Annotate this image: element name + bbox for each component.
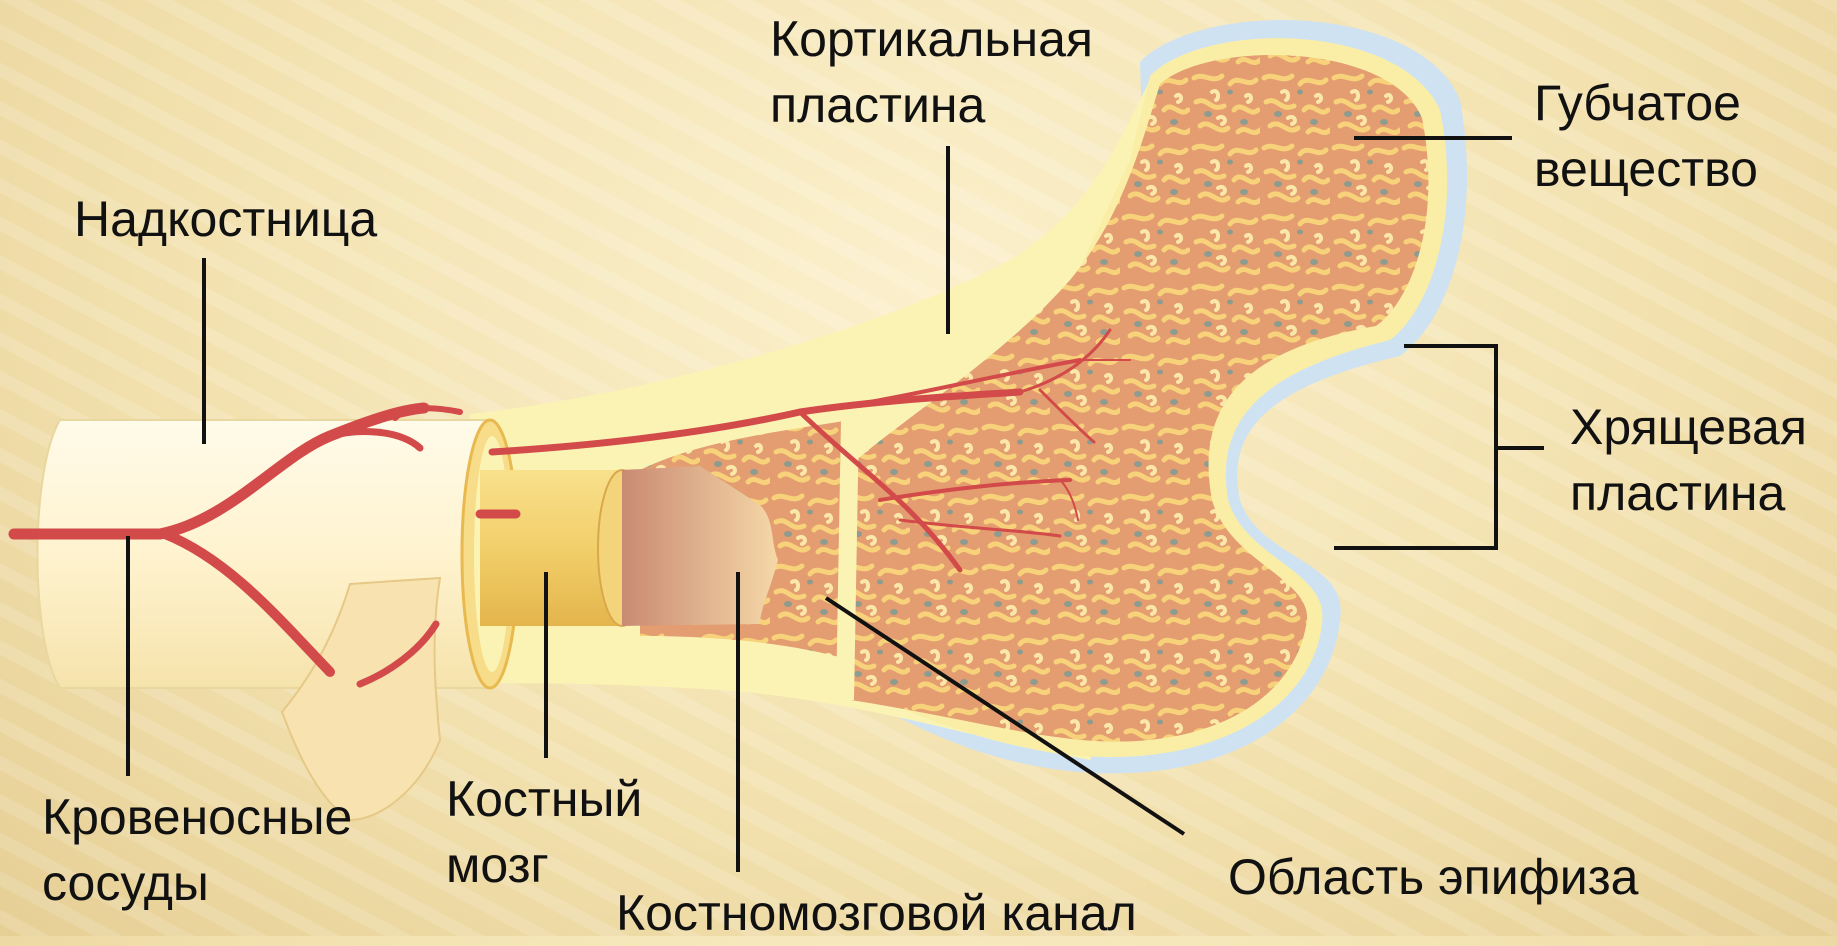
label-marrow-line1: Костный: [446, 766, 642, 832]
growth-line: [845, 420, 850, 700]
label-cortical-line2: пластина: [770, 72, 1093, 138]
label-spongy-line2: вещество: [1534, 136, 1758, 202]
label-cartilage-plate: Хрящевая пластина: [1570, 394, 1807, 526]
label-cartilage-line1: Хрящевая: [1570, 394, 1807, 460]
label-blood-vessels: Кровеносные сосуды: [42, 784, 352, 916]
label-periosteum: Надкостница: [74, 186, 377, 252]
label-spongy-substance: Губчатое вещество: [1534, 70, 1758, 202]
label-bone-marrow: Костный мозг: [446, 766, 642, 898]
label-spongy-line1: Губчатое: [1534, 70, 1758, 136]
label-epiphysis-area: Область эпифиза: [1228, 844, 1638, 910]
label-marrow-line2: мозг: [446, 832, 642, 898]
label-vessels-line1: Кровеносные: [42, 784, 352, 850]
label-cortical-plate: Кортикальная пластина: [770, 6, 1093, 138]
label-medullary-canal: Костномозговой канал: [616, 880, 1137, 946]
label-vessels-line2: сосуды: [42, 850, 352, 916]
label-cartilage-line2: пластина: [1570, 460, 1807, 526]
label-cortical-line1: Кортикальная: [770, 6, 1093, 72]
